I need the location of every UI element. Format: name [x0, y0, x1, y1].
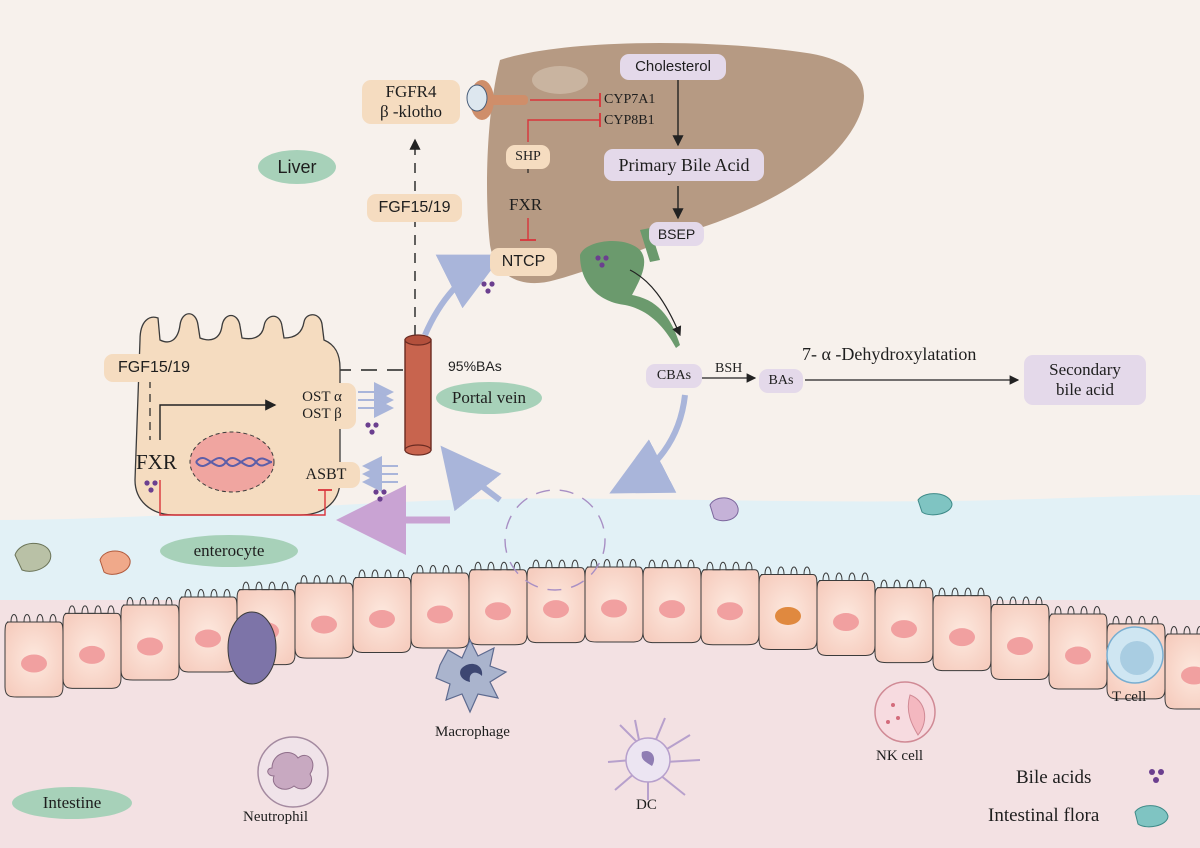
cell-nucleus [949, 628, 975, 647]
cell-nucleus [717, 602, 743, 621]
microvilli [645, 559, 695, 569]
t-cell-label: T cell [1112, 689, 1147, 705]
microvilli [935, 587, 985, 597]
nk-cell-label: NK cell [876, 748, 924, 764]
portal-bas-label: 95%BAs [448, 358, 502, 374]
ost-box: OST α OST β [288, 383, 356, 429]
shp-box: SHP [506, 145, 550, 169]
microvilli [7, 614, 57, 623]
dehydroxylation-label: 7- α -Dehydroxylatation [802, 344, 977, 364]
flow-arrow-portal-to-liver [422, 254, 503, 337]
primary-bile-acid-box: Primary Bile Acid [604, 149, 764, 181]
t-cell [1106, 626, 1164, 684]
fxr-liver-label: FXR [509, 195, 543, 214]
flora-microbes [14, 493, 1169, 828]
cholesterol-box: Cholesterol [620, 54, 726, 80]
intestinal-lumen [0, 495, 1200, 600]
receptor-ring [466, 84, 488, 112]
microvilli [65, 605, 115, 614]
cell-nucleus [485, 602, 511, 621]
dc-label: DC [636, 797, 657, 813]
fgfr4-klotho-box: FGFR4 β -klotho [362, 80, 460, 124]
cell-nucleus [427, 605, 453, 624]
enteroendocrine-cell [227, 611, 277, 685]
legend-bile-acids-label: Bile acids [1016, 767, 1092, 788]
microvilli [239, 581, 289, 591]
cyp7a1-label: CYP7A1 [604, 92, 656, 107]
legend-intestinal-flora-label: Intestinal flora [988, 805, 1100, 826]
bile-acid-dots [144, 255, 1164, 783]
cell-nucleus [369, 610, 395, 629]
cell-nucleus [137, 637, 163, 656]
portal-vein [404, 339, 432, 451]
secondary-line2: bile acid [1055, 380, 1115, 399]
microvilli [413, 564, 463, 574]
bile-duct [640, 228, 660, 262]
microvilli [529, 559, 579, 569]
secondary-bile-acid-box: Secondary bile acid [1024, 355, 1146, 405]
gallbladder [580, 240, 680, 348]
microvilli [1051, 606, 1101, 615]
dc-cell [607, 717, 701, 800]
liver-label: Liver [258, 150, 336, 184]
neutrophil-cell [257, 736, 329, 808]
cell-nucleus [775, 606, 801, 625]
microvilli [761, 566, 811, 575]
cyp8b1-label: CYP8B1 [604, 113, 655, 128]
microvilli [1167, 626, 1200, 635]
microvilli [355, 569, 405, 579]
microvilli [877, 579, 927, 589]
enterocyte-label: enterocyte [160, 535, 298, 567]
intestine-label: Intestine [12, 787, 132, 819]
cell-nucleus [891, 620, 917, 639]
liver-highlight [532, 66, 588, 94]
microvilli [819, 572, 869, 582]
fgf15-19-liver-box: FGF15/19 [367, 194, 462, 222]
bsh-label: BSH [715, 361, 743, 376]
cell-nucleus [311, 615, 337, 634]
cell-nucleus [21, 654, 47, 673]
klotho-label: β -klotho [379, 102, 442, 121]
nucleus [189, 431, 275, 493]
fgf15-19-enterocyte-box: FGF15/19 [104, 354, 204, 382]
epithelial-cell-layer [4, 559, 1200, 710]
neutrophil-label: Neutrophil [243, 809, 308, 825]
cell-nucleus [1065, 646, 1091, 665]
macrophage-cell [435, 638, 508, 714]
microvilli [993, 596, 1043, 606]
flow-arrow-gut-to-vein [440, 445, 502, 512]
cell-nucleus [543, 600, 569, 619]
fgfr4-label: FGFR4 [385, 82, 437, 102]
fxr-enterocyte-label: FXR [136, 450, 177, 474]
microvilli [587, 559, 637, 568]
secondary-line1: Secondary [1049, 360, 1121, 380]
cell-nucleus [659, 600, 685, 619]
microvilli [703, 561, 753, 571]
ntcp-box: NTCP [490, 248, 557, 276]
asbt-box: ASBT [292, 462, 360, 488]
ost-alpha-label: OST α [302, 388, 342, 405]
cbas-box: CBAs [646, 364, 702, 388]
cell-nucleus [1007, 637, 1033, 656]
microvilli [1109, 615, 1159, 625]
microvilli [123, 597, 173, 606]
bsep-box: BSEP [649, 222, 704, 246]
microvilli [181, 589, 231, 598]
flow-arrow-duct-to-gut [609, 394, 688, 494]
cell-nucleus [195, 629, 221, 648]
ost-beta-label: OST β [302, 406, 342, 422]
bas-box: BAs [759, 369, 803, 393]
cell-nucleus [601, 599, 627, 618]
portal-vein-label: Portal vein [436, 382, 542, 414]
microvilli [471, 561, 521, 571]
cell-nucleus [79, 645, 105, 664]
nk-cell [874, 681, 936, 743]
cell-nucleus [1181, 666, 1200, 685]
cell-nucleus [833, 613, 859, 632]
macrophage-label: Macrophage [435, 724, 510, 740]
microvilli [297, 575, 347, 584]
